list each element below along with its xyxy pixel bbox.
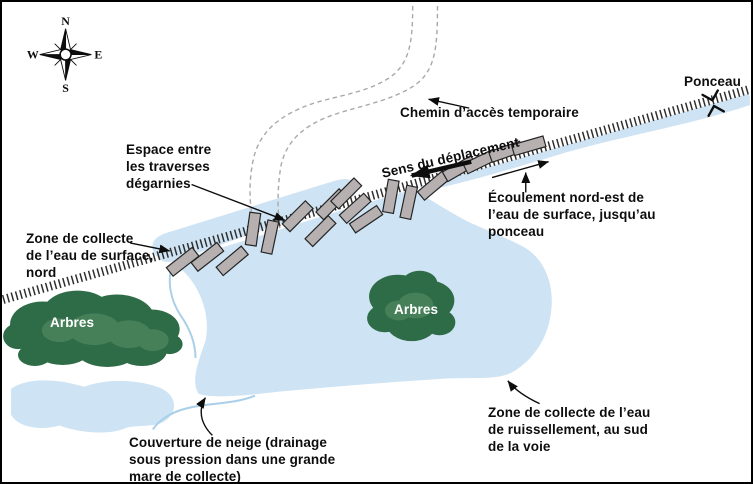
label-chemin-dacces: Chemin d’accès temporaire — [400, 105, 579, 120]
couverture-arrow — [196, 397, 213, 436]
label-ecoulement-nord-est: Écoulement nord-est de l’eau de surface,… — [488, 190, 656, 239]
railway-tie — [190, 241, 225, 273]
label-couverture-neige: Couverture de neige (drainage sous press… — [129, 435, 336, 484]
railway-tie — [165, 246, 200, 278]
label-arbres-centre: Arbres — [394, 302, 439, 317]
flow-direction-arrow — [491, 160, 550, 179]
railway-tie — [348, 204, 384, 234]
railway-tie — [281, 199, 314, 233]
label-ponceau: Ponceau — [684, 74, 741, 89]
compass-east-label: E — [94, 48, 102, 62]
railway-tie — [338, 192, 372, 225]
railway-tie — [244, 211, 262, 247]
compass-north-label: N — [61, 14, 70, 28]
railway-tie — [381, 178, 400, 215]
drainage-streak-west — [168, 261, 197, 359]
label-espace-traverses: Espace entre les traverses dégarnies — [126, 142, 212, 191]
label-zone-collecte-sud: Zone de collecte de l’eau de ruisselleme… — [488, 405, 651, 454]
water-pools-southwest — [11, 380, 175, 433]
trees-west — [3, 290, 183, 367]
compass-south-label: S — [62, 81, 69, 95]
label-zone-collecte-nord: Zone de collecte de l’eau de surface, no… — [26, 231, 154, 280]
espace-arrow — [191, 183, 286, 221]
railway-tie — [510, 135, 547, 157]
culvert-icon — [701, 89, 726, 118]
water-flow-band-northeast — [419, 93, 750, 189]
railway-tie — [304, 214, 337, 248]
compass-west-label: W — [27, 48, 39, 62]
temporary-access-road — [249, 5, 439, 229]
compass-rose-icon: N E S W — [27, 14, 102, 95]
sens-deplacement-arrow — [409, 159, 472, 179]
railway-tie — [260, 219, 280, 255]
drainage-streak-southwest — [152, 394, 256, 430]
chemin-arrow — [428, 97, 470, 109]
railway-tie — [215, 245, 250, 277]
ruissellement-arrow — [507, 380, 540, 405]
trees-centre — [367, 270, 456, 342]
zone-nord-arrow — [129, 242, 171, 254]
displaced-ties — [165, 135, 547, 278]
railway-tie — [399, 184, 419, 221]
label-arbres-ouest: Arbres — [50, 315, 95, 330]
railway-tie — [329, 177, 363, 210]
